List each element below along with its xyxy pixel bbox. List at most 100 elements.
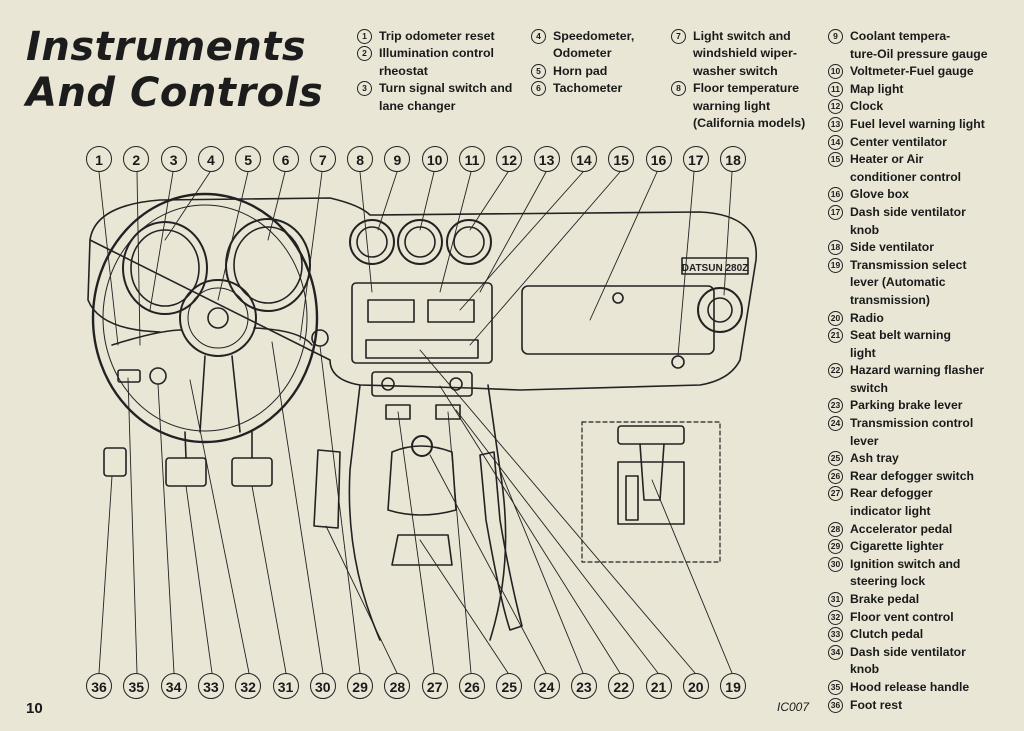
callout-number: 26 bbox=[459, 673, 485, 699]
legend-item: 30 Ignition switch and steering lock bbox=[828, 556, 1018, 591]
legend-item: 20 Radio bbox=[828, 310, 1018, 328]
legend-number: 17 bbox=[828, 204, 843, 220]
legend-number: 31 bbox=[828, 592, 843, 607]
legend-text: Cigarette lighter bbox=[850, 539, 944, 554]
callout-number: 12 bbox=[496, 146, 523, 172]
legend-text: Dash side ventilator knob bbox=[850, 204, 966, 237]
legend-text: Glove box bbox=[850, 187, 909, 202]
legend-text: Map light bbox=[850, 81, 904, 96]
callout-number: 16 bbox=[645, 146, 672, 172]
callout-number: 2 bbox=[123, 146, 150, 172]
legend-text: Radio bbox=[850, 310, 884, 325]
side-ventilator bbox=[697, 287, 743, 333]
callout-number: 7 bbox=[309, 146, 336, 172]
title-line-2: And Controls bbox=[26, 70, 324, 116]
legend-number: 15 bbox=[828, 152, 843, 168]
callout-number: 29 bbox=[347, 673, 374, 699]
legend-text: Foot rest bbox=[850, 697, 903, 712]
callout-number: 13 bbox=[533, 146, 560, 172]
legend-text: Seat belt warning light bbox=[850, 328, 951, 360]
legend-text: Tachometer bbox=[553, 81, 623, 96]
legend-number: 1 bbox=[357, 29, 372, 44]
parking-brake-lever bbox=[479, 451, 523, 631]
horn-pad bbox=[179, 279, 257, 357]
legend-text: Floor temperature warning light (Califor… bbox=[693, 81, 806, 131]
legend-text: Rear defogger indicator light bbox=[850, 486, 933, 519]
callout-number: 21 bbox=[645, 673, 672, 699]
callout-number: 14 bbox=[570, 146, 597, 172]
legend-text: Speedometer, Odometer bbox=[553, 29, 635, 61]
callout-number: 18 bbox=[720, 146, 747, 172]
legend-item: 26 Rear defogger switch bbox=[828, 468, 1018, 486]
legend-number: 2 bbox=[357, 46, 372, 62]
title-line-1: Instruments bbox=[26, 24, 307, 70]
legend-text: Brake pedal bbox=[850, 592, 920, 606]
callout-number: 32 bbox=[235, 673, 262, 699]
callout-number: 20 bbox=[682, 673, 709, 699]
legend-text: Clutch pedal bbox=[850, 627, 924, 642]
legend-text: Ignition switch and steering lock bbox=[850, 556, 961, 589]
legend-text: Center ventilator bbox=[850, 134, 947, 149]
legend-text: Rear defogger switch bbox=[850, 468, 974, 483]
legend-number: 30 bbox=[828, 556, 843, 572]
callout-number: 17 bbox=[682, 146, 709, 172]
legend-number: 6 bbox=[531, 81, 546, 97]
legend-number: 34 bbox=[828, 644, 843, 660]
legend-text: Illumination control rheostat bbox=[379, 46, 494, 78]
legend-number: 19 bbox=[828, 257, 843, 273]
legend-text: Coolant tempera- ture-Oil pressure gauge bbox=[850, 29, 988, 61]
legend-item: 2 Illumination control rheostat bbox=[357, 45, 527, 80]
datsun-badge: DATSUN 280Z bbox=[682, 263, 749, 274]
legend-number: 20 bbox=[828, 310, 843, 326]
callout-number: 34 bbox=[160, 673, 187, 699]
clock-dial bbox=[446, 219, 492, 265]
callout-number: 1 bbox=[86, 146, 112, 172]
clutch-pedal bbox=[165, 457, 207, 487]
automatic-transmission-inset bbox=[581, 421, 721, 563]
page-title: Instruments And Controls bbox=[26, 24, 323, 116]
callout-number: 9 bbox=[384, 146, 411, 172]
legend-text: Accelerator pedal bbox=[850, 521, 953, 536]
legend-item: 17 Dash side ventilator knob bbox=[828, 204, 1018, 239]
steering-wheel bbox=[91, 192, 319, 444]
callout-number: 3 bbox=[160, 146, 187, 172]
legend-text: Clock bbox=[850, 99, 884, 114]
page-number: 10 bbox=[26, 700, 43, 717]
figure-code: IC007 bbox=[777, 700, 810, 714]
accelerator-pedal bbox=[313, 449, 341, 529]
legend-text: Horn pad bbox=[553, 63, 608, 78]
legend-text: Heater or Air conditioner control bbox=[850, 152, 962, 184]
callout-number: 8 bbox=[347, 146, 374, 172]
callout-number: 36 bbox=[86, 673, 112, 699]
legend-number: 25 bbox=[828, 451, 843, 467]
coolant-gauge bbox=[349, 219, 395, 265]
legend-number: 35 bbox=[828, 679, 843, 695]
callout-number: 11 bbox=[459, 146, 485, 172]
legend-number: 13 bbox=[828, 116, 843, 132]
legend-text: Voltmeter-Fuel gauge bbox=[850, 64, 974, 79]
glove-box bbox=[521, 285, 715, 355]
callout-number: 22 bbox=[608, 673, 635, 699]
legend-number: 26 bbox=[828, 468, 843, 484]
